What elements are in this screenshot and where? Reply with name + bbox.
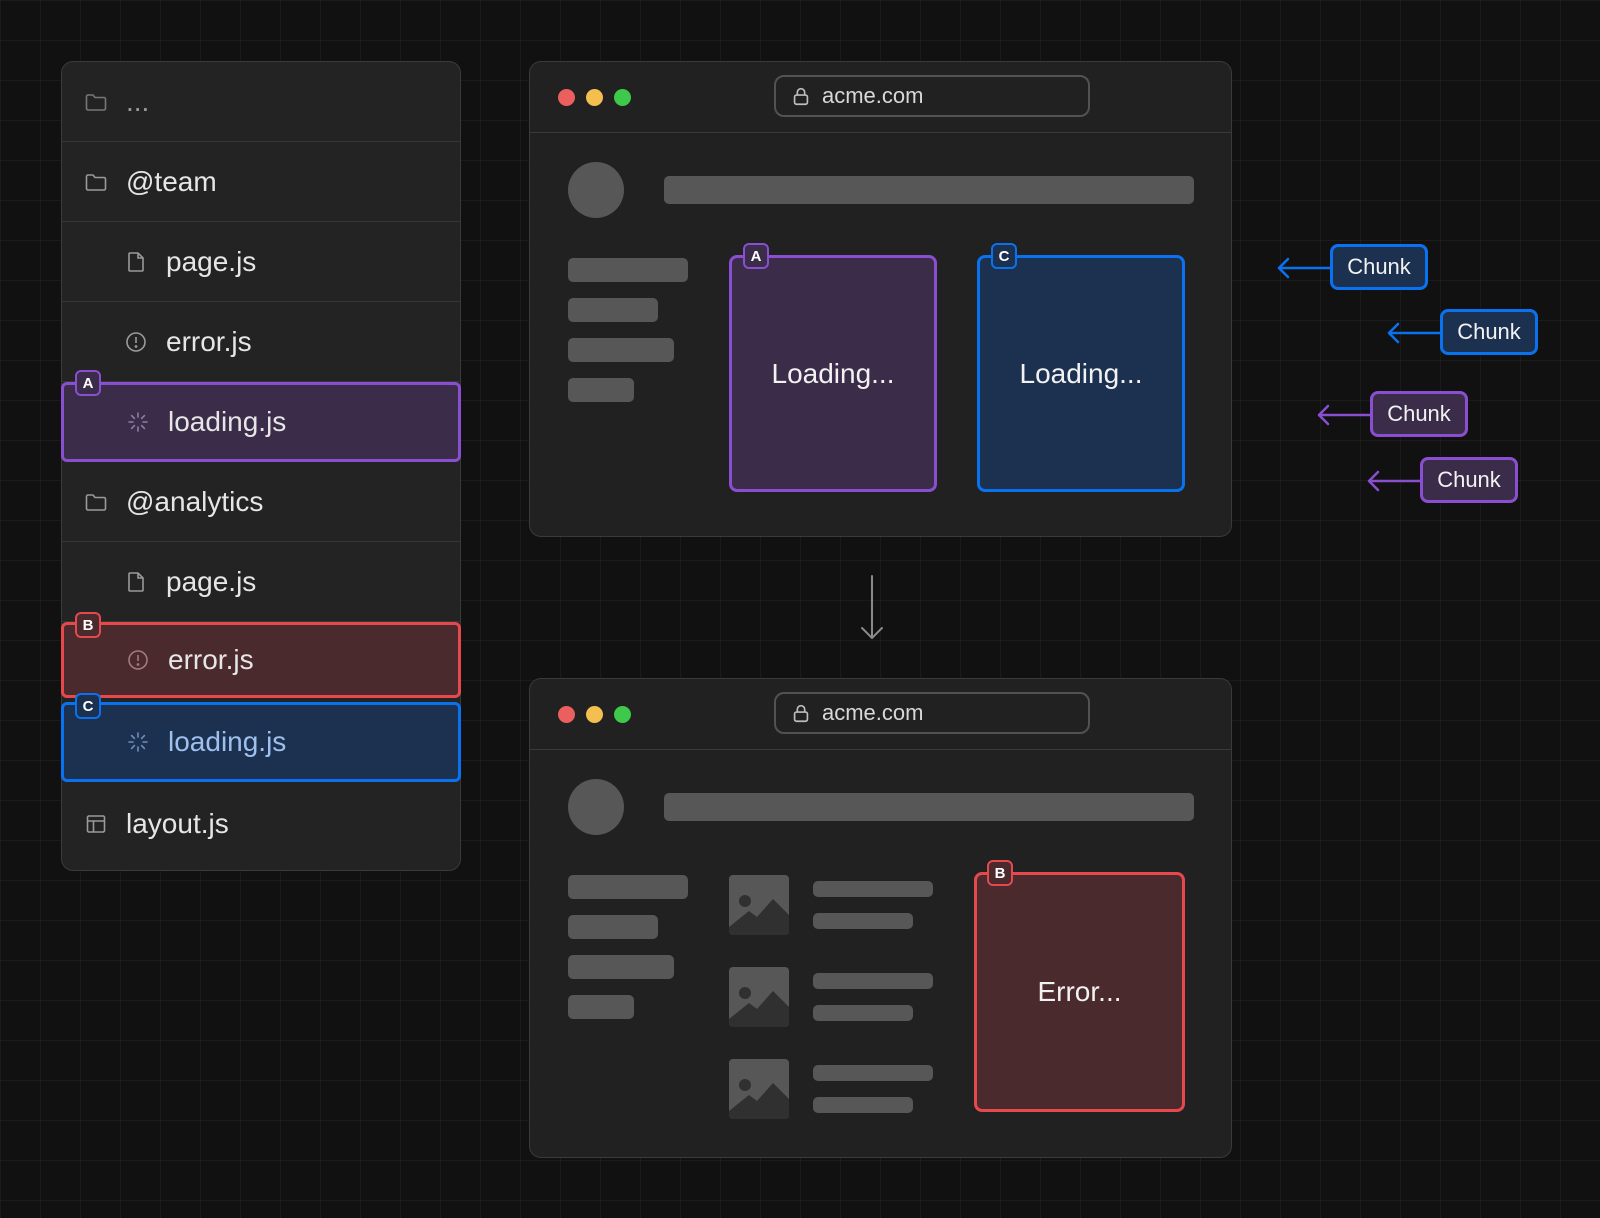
tree-row-analytics-error[interactable]: error.js: [61, 622, 461, 698]
header-skeleton: [664, 793, 1194, 821]
file-icon: [124, 570, 148, 594]
lock-icon: [793, 704, 809, 723]
tree-row-ellipsis-folder[interactable]: ...: [62, 62, 460, 142]
down-arrow-icon: [861, 575, 883, 639]
address-bar[interactable]: acme.com: [774, 75, 1090, 117]
file-tree: ... @team page.js error.js loading.js @a…: [61, 61, 461, 871]
list-skeleton-line: [813, 1005, 913, 1021]
browser-window-error: acme.com Error... B: [529, 678, 1232, 1158]
tree-row-label: error.js: [166, 325, 252, 357]
list-skeleton-line: [813, 881, 933, 897]
chunk-label: Chunk: [1387, 401, 1451, 426]
analytics-loading-panel: Loading...: [977, 255, 1185, 492]
tree-row-label: page.js: [166, 245, 257, 277]
badge-b: B: [75, 612, 101, 638]
close-window-dot[interactable]: [558, 706, 575, 723]
tree-row-analytics-loading[interactable]: loading.js: [61, 702, 461, 782]
folder-icon: [84, 490, 108, 514]
list-skeleton-line: [813, 913, 913, 929]
tree-row-analytics-folder[interactable]: @analytics: [62, 462, 460, 542]
chunk-label: Chunk: [1347, 254, 1411, 279]
badge-a: A: [75, 370, 101, 396]
address-bar-url: acme.com: [822, 700, 924, 725]
list-skeleton-line: [813, 1065, 933, 1081]
tree-row-label: layout.js: [126, 808, 229, 839]
tree-row-label: error.js: [168, 644, 254, 675]
tree-row-analytics-page[interactable]: page.js: [62, 542, 460, 622]
lock-icon: [793, 87, 809, 106]
header-skeleton: [664, 176, 1194, 204]
sidebar-skeleton-line: [568, 258, 688, 282]
tree-row-label: @team: [126, 165, 217, 197]
address-bar-url: acme.com: [822, 83, 924, 108]
maximize-window-dot[interactable]: [614, 706, 631, 723]
tree-row-label: @analytics: [126, 485, 264, 517]
spinner-icon: [126, 410, 150, 434]
tree-row-layout[interactable]: layout.js: [62, 784, 460, 864]
browser-window-loading: acme.com Loading... A Loading... C: [529, 61, 1232, 537]
browser-title-bar: acme.com: [530, 679, 1231, 750]
tree-row-team-folder[interactable]: @team: [62, 142, 460, 222]
badge-c: C: [75, 693, 101, 719]
chunk-label: Chunk: [1457, 319, 1521, 344]
list-skeleton-line: [813, 973, 933, 989]
minimize-window-dot[interactable]: [586, 89, 603, 106]
sidebar-skeleton-line: [568, 298, 658, 322]
badge-c: C: [991, 243, 1017, 269]
sidebar-skeleton-line: [568, 955, 674, 979]
chunk-tag: Chunk: [1420, 457, 1518, 503]
tree-row-team-loading[interactable]: loading.js: [61, 382, 461, 462]
left-arrow-icon: [1387, 322, 1442, 344]
tree-row-team-page[interactable]: page.js: [62, 222, 460, 302]
folder-icon: [84, 90, 108, 114]
left-arrow-icon: [1277, 257, 1332, 279]
tree-row-label: ...: [126, 85, 150, 117]
file-icon: [124, 250, 148, 274]
sidebar-skeleton-line: [568, 875, 688, 899]
tree-row-label: page.js: [166, 565, 257, 597]
panel-text: Loading...: [771, 357, 895, 389]
alert-circle-icon: [124, 330, 148, 354]
sidebar-skeleton-line: [568, 378, 634, 402]
chunk-label: Chunk: [1437, 467, 1501, 492]
panel-text: Error...: [1037, 976, 1122, 1007]
tree-row-label: loading.js: [168, 406, 287, 437]
panel-text: Loading...: [1019, 357, 1143, 389]
image-placeholder-icon: [729, 967, 789, 1027]
badge-b: B: [987, 860, 1013, 886]
chunk-tag: Chunk: [1330, 244, 1428, 290]
address-bar[interactable]: acme.com: [774, 692, 1090, 734]
left-arrow-icon: [1367, 470, 1422, 492]
team-loading-panel: Loading...: [729, 255, 937, 492]
sidebar-skeleton-line: [568, 915, 658, 939]
alert-circle-icon: [126, 648, 150, 672]
tree-row-team-error[interactable]: error.js: [62, 302, 460, 382]
chunk-tag: Chunk: [1440, 309, 1538, 355]
spinner-icon: [126, 730, 150, 754]
chunk-tag: Chunk: [1370, 391, 1468, 437]
sidebar-skeleton-line: [568, 338, 674, 362]
close-window-dot[interactable]: [558, 89, 575, 106]
badge-a: A: [743, 243, 769, 269]
avatar-placeholder: [568, 779, 624, 835]
minimize-window-dot[interactable]: [586, 706, 603, 723]
analytics-error-panel: Error...: [974, 872, 1185, 1112]
folder-icon: [84, 170, 108, 194]
list-skeleton-line: [813, 1097, 913, 1113]
left-arrow-icon: [1317, 404, 1372, 426]
image-placeholder-icon: [729, 1059, 789, 1119]
maximize-window-dot[interactable]: [614, 89, 631, 106]
sidebar-skeleton-line: [568, 995, 634, 1019]
tree-row-label: loading.js: [168, 726, 287, 757]
layout-icon: [84, 812, 108, 836]
image-placeholder-icon: [729, 875, 789, 935]
browser-title-bar: acme.com: [530, 62, 1231, 133]
avatar-placeholder: [568, 162, 624, 218]
